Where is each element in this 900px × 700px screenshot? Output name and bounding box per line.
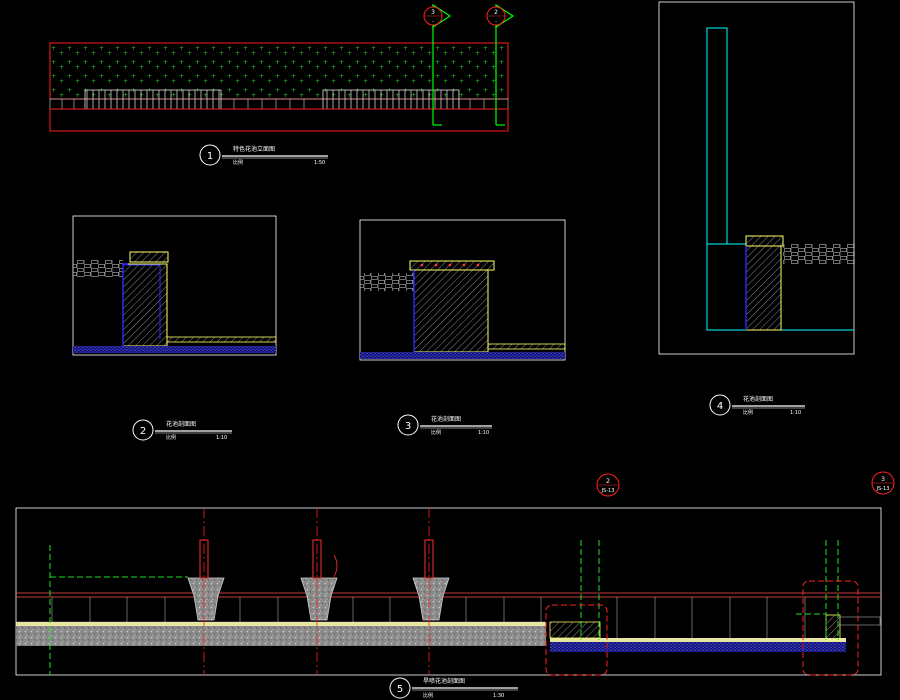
detail-3-section [359,219,566,361]
section-marker-sheet: - [432,19,434,25]
callout-3[interactable]: 3 JS-13 [871,471,895,495]
callout-sheet: JS-13 [876,486,890,492]
detail-5-title: 5 旱喷花池剖面图 比例 1:30 [389,677,518,699]
callout-sheet: JS-13 [601,488,615,494]
detail-scale-label: 比例 [166,434,176,441]
detail-2-section [72,215,277,356]
detail-scale-label: 比例 [423,692,433,699]
detail-2-title: 2 花池剖面图 比例 1:10 [132,419,232,441]
fountain-nozzle [187,508,225,675]
detail-title: 花池剖面图 [743,395,773,403]
detail-title: 旱喷花池剖面图 [423,677,465,685]
detail-scale: 1:10 [478,430,489,436]
detail-scale: 1:10 [790,410,801,416]
section-marker-3[interactable]: 3 - [423,3,452,126]
detail-number: 4 [717,401,723,412]
detail-number: 1 [207,151,213,162]
section-marker-num: 2 [494,9,498,16]
callout-num: 3 [881,476,885,483]
detail-number: 3 [405,421,411,432]
detail-title: 花池剖面图 [431,415,461,423]
detail-scale: 1:30 [493,693,504,699]
callout-num: 2 [606,478,610,485]
fountain-nozzle [300,508,338,675]
section-marker-2[interactable]: 2 - [486,3,515,126]
section-marker-num: 3 [431,9,435,16]
detail-scale-label: 比例 [743,409,753,416]
detail-1-elevation: 3 - 2 - [49,3,515,132]
detail-4-title: 4 花池剖面图 比例 1:10 [709,394,805,416]
detail-scale-label: 比例 [233,159,243,166]
detail-scale-label: 比例 [431,429,441,436]
detail-1-title: 1 特色花池立面图 比例 1:50 [199,144,328,166]
detail-3-title: 3 花池剖面图 比例 1:10 [397,414,492,436]
section-marker-sheet: - [495,19,497,25]
detail-scale: 1:50 [314,160,325,166]
fountain-nozzle [412,508,450,675]
callout-2[interactable]: 2 JS-13 [596,473,620,497]
detail-title: 特色花池立面图 [233,145,275,153]
detail-title: 花池剖面图 [166,420,196,428]
detail-number: 2 [140,426,146,437]
detail-5-section [15,507,882,676]
detail-scale: 1:10 [216,435,227,441]
detail-4-section [658,1,855,355]
detail-number: 5 [397,684,403,695]
